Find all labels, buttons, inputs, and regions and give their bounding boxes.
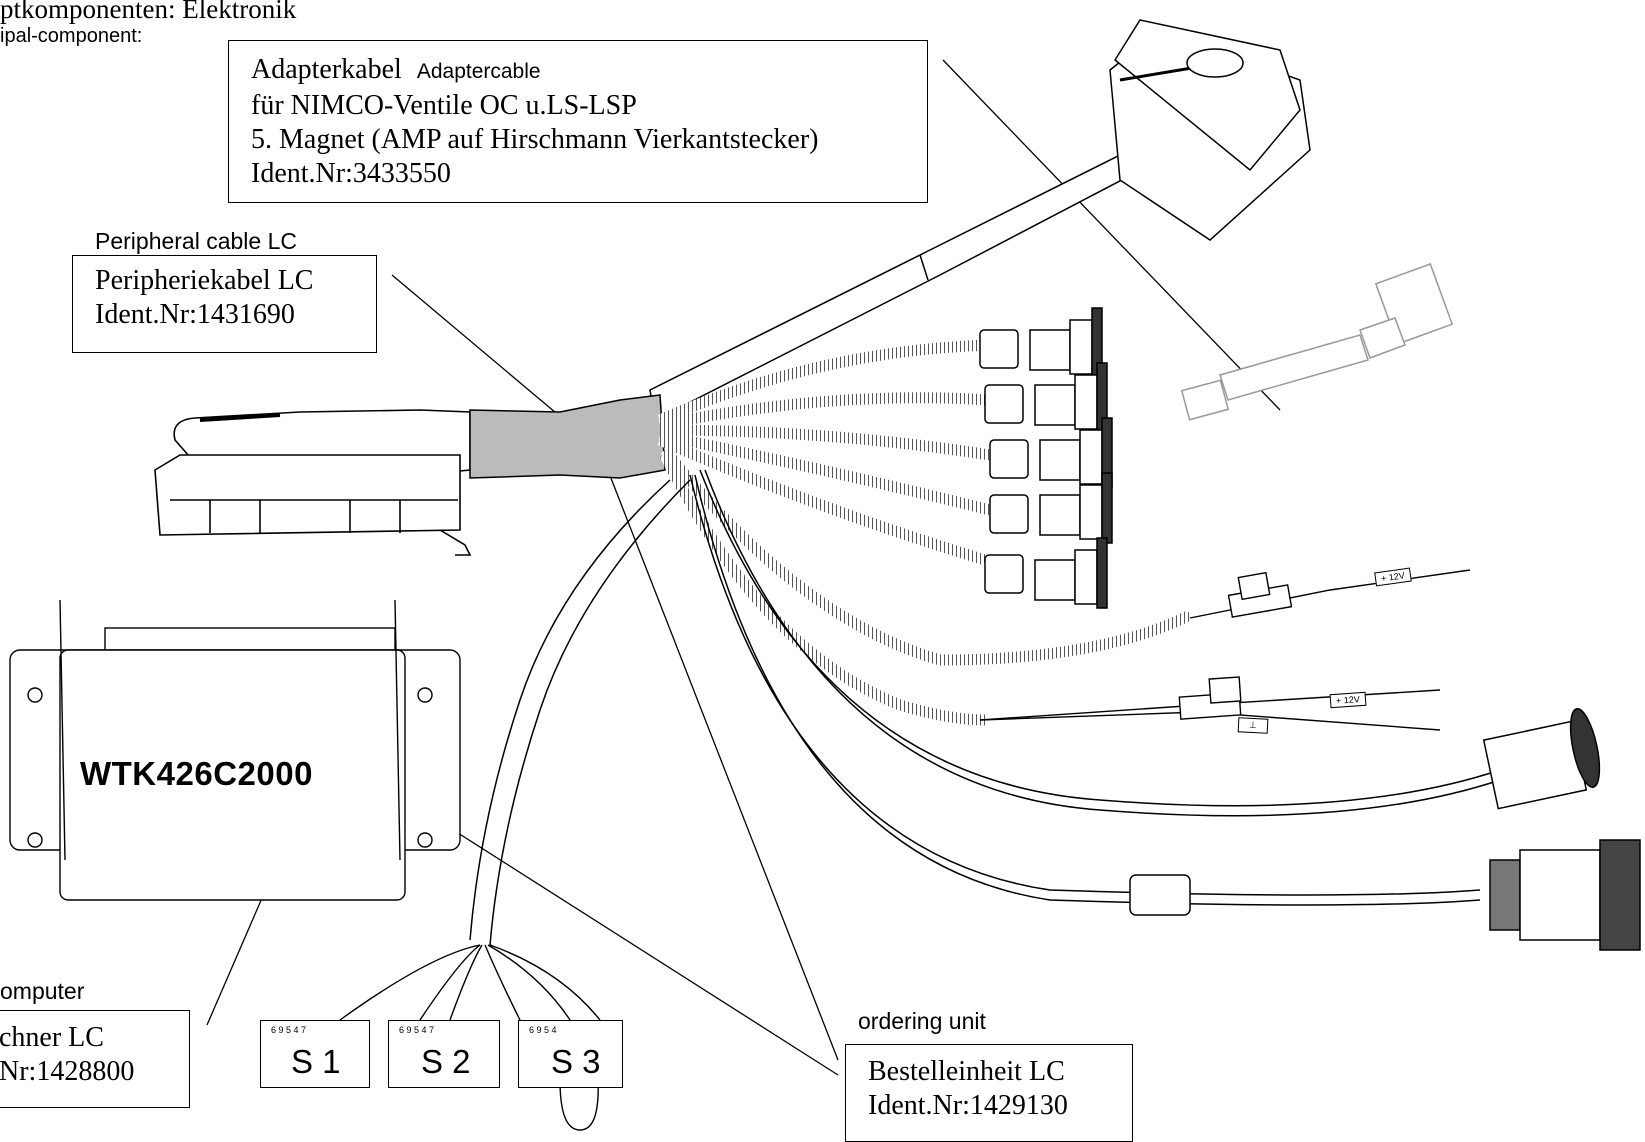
- sensor-plug-s3-pins: 6 9 5 4: [529, 1025, 557, 1035]
- main-connector: [154, 409, 472, 556]
- peripheral-ident: Ident.Nr:1431690: [95, 299, 295, 330]
- sensor-plug-s1: 6 9 5 4 7 S 1: [260, 1020, 370, 1088]
- adapter-title-de: Adapterkabel: [251, 54, 402, 85]
- sensor-plug-s2-pins: 6 9 5 4 7: [399, 1025, 435, 1035]
- leader-lines: [206, 59, 1281, 1076]
- adapter-cable-label-box: Adapterkabel Adaptercable für NIMCO-Vent…: [228, 40, 928, 203]
- sensor-wires: [339, 944, 601, 1131]
- computer-unit-drawing: [9, 599, 461, 901]
- grey-sleeve: [469, 394, 666, 479]
- peripheral-name-de: Peripheriekabel LC: [95, 265, 314, 296]
- adapter-line-valves: für NIMCO-Ventile OC u.LS-LSP: [251, 90, 637, 121]
- ordering-label-box: Bestelleinheit LC Ident.Nr:1429130: [845, 1044, 1133, 1142]
- sensor-plug-s2: 6 9 5 4 7 S 2: [388, 1020, 500, 1088]
- adapter-sketch: [1180, 263, 1454, 421]
- adapter-title-en: Adaptercable: [416, 60, 541, 83]
- computer-model-label: WTK426C2000: [80, 755, 313, 792]
- ordering-caption-en: ordering unit: [858, 1008, 986, 1034]
- header-title-en: ipal-component:: [0, 25, 143, 47]
- braided-cables: [657, 339, 1193, 726]
- lower-cables: [469, 469, 1501, 946]
- peripheral-label-box: Peripheriekabel LC Ident.Nr:1431690: [72, 255, 377, 353]
- computer-name-de: chner LC: [0, 1022, 104, 1053]
- round-plugs: [1129, 708, 1641, 951]
- ordering-ident: Ident.Nr:1429130: [868, 1090, 1068, 1121]
- computer-caption-en: omputer: [0, 978, 85, 1004]
- sensor-plug-s2-label: S 2: [421, 1043, 471, 1080]
- sensor-plug-s3-label: S 3: [551, 1043, 601, 1080]
- plus12v-tag-lower: + 12V: [1329, 691, 1367, 709]
- sensor-plug-s3: 6 9 5 4 S 3: [518, 1020, 623, 1088]
- ground-tag: ⊥: [1237, 717, 1269, 734]
- header-title-de: ptkomponenten: Elektronik: [0, 0, 297, 24]
- adapter-cable-trunk: [649, 19, 1311, 422]
- peripheral-caption-en: Peripheral cable LC: [95, 228, 298, 254]
- valve-plugs: [979, 307, 1113, 609]
- computer-label-box: chner LC Nr:1428800: [0, 1010, 190, 1108]
- computer-ident: Nr:1428800: [0, 1056, 135, 1087]
- ordering-name-de: Bestelleinheit LC: [868, 1056, 1065, 1087]
- sensor-plug-s1-pins: 6 9 5 4 7: [271, 1025, 307, 1035]
- sensor-plug-s1-label: S 1: [291, 1043, 341, 1080]
- adapter-line-magnet: 5. Magnet (AMP auf Hirschmann Vierkantst…: [251, 124, 819, 155]
- adapter-ident: Ident.Nr:3433550: [251, 158, 451, 189]
